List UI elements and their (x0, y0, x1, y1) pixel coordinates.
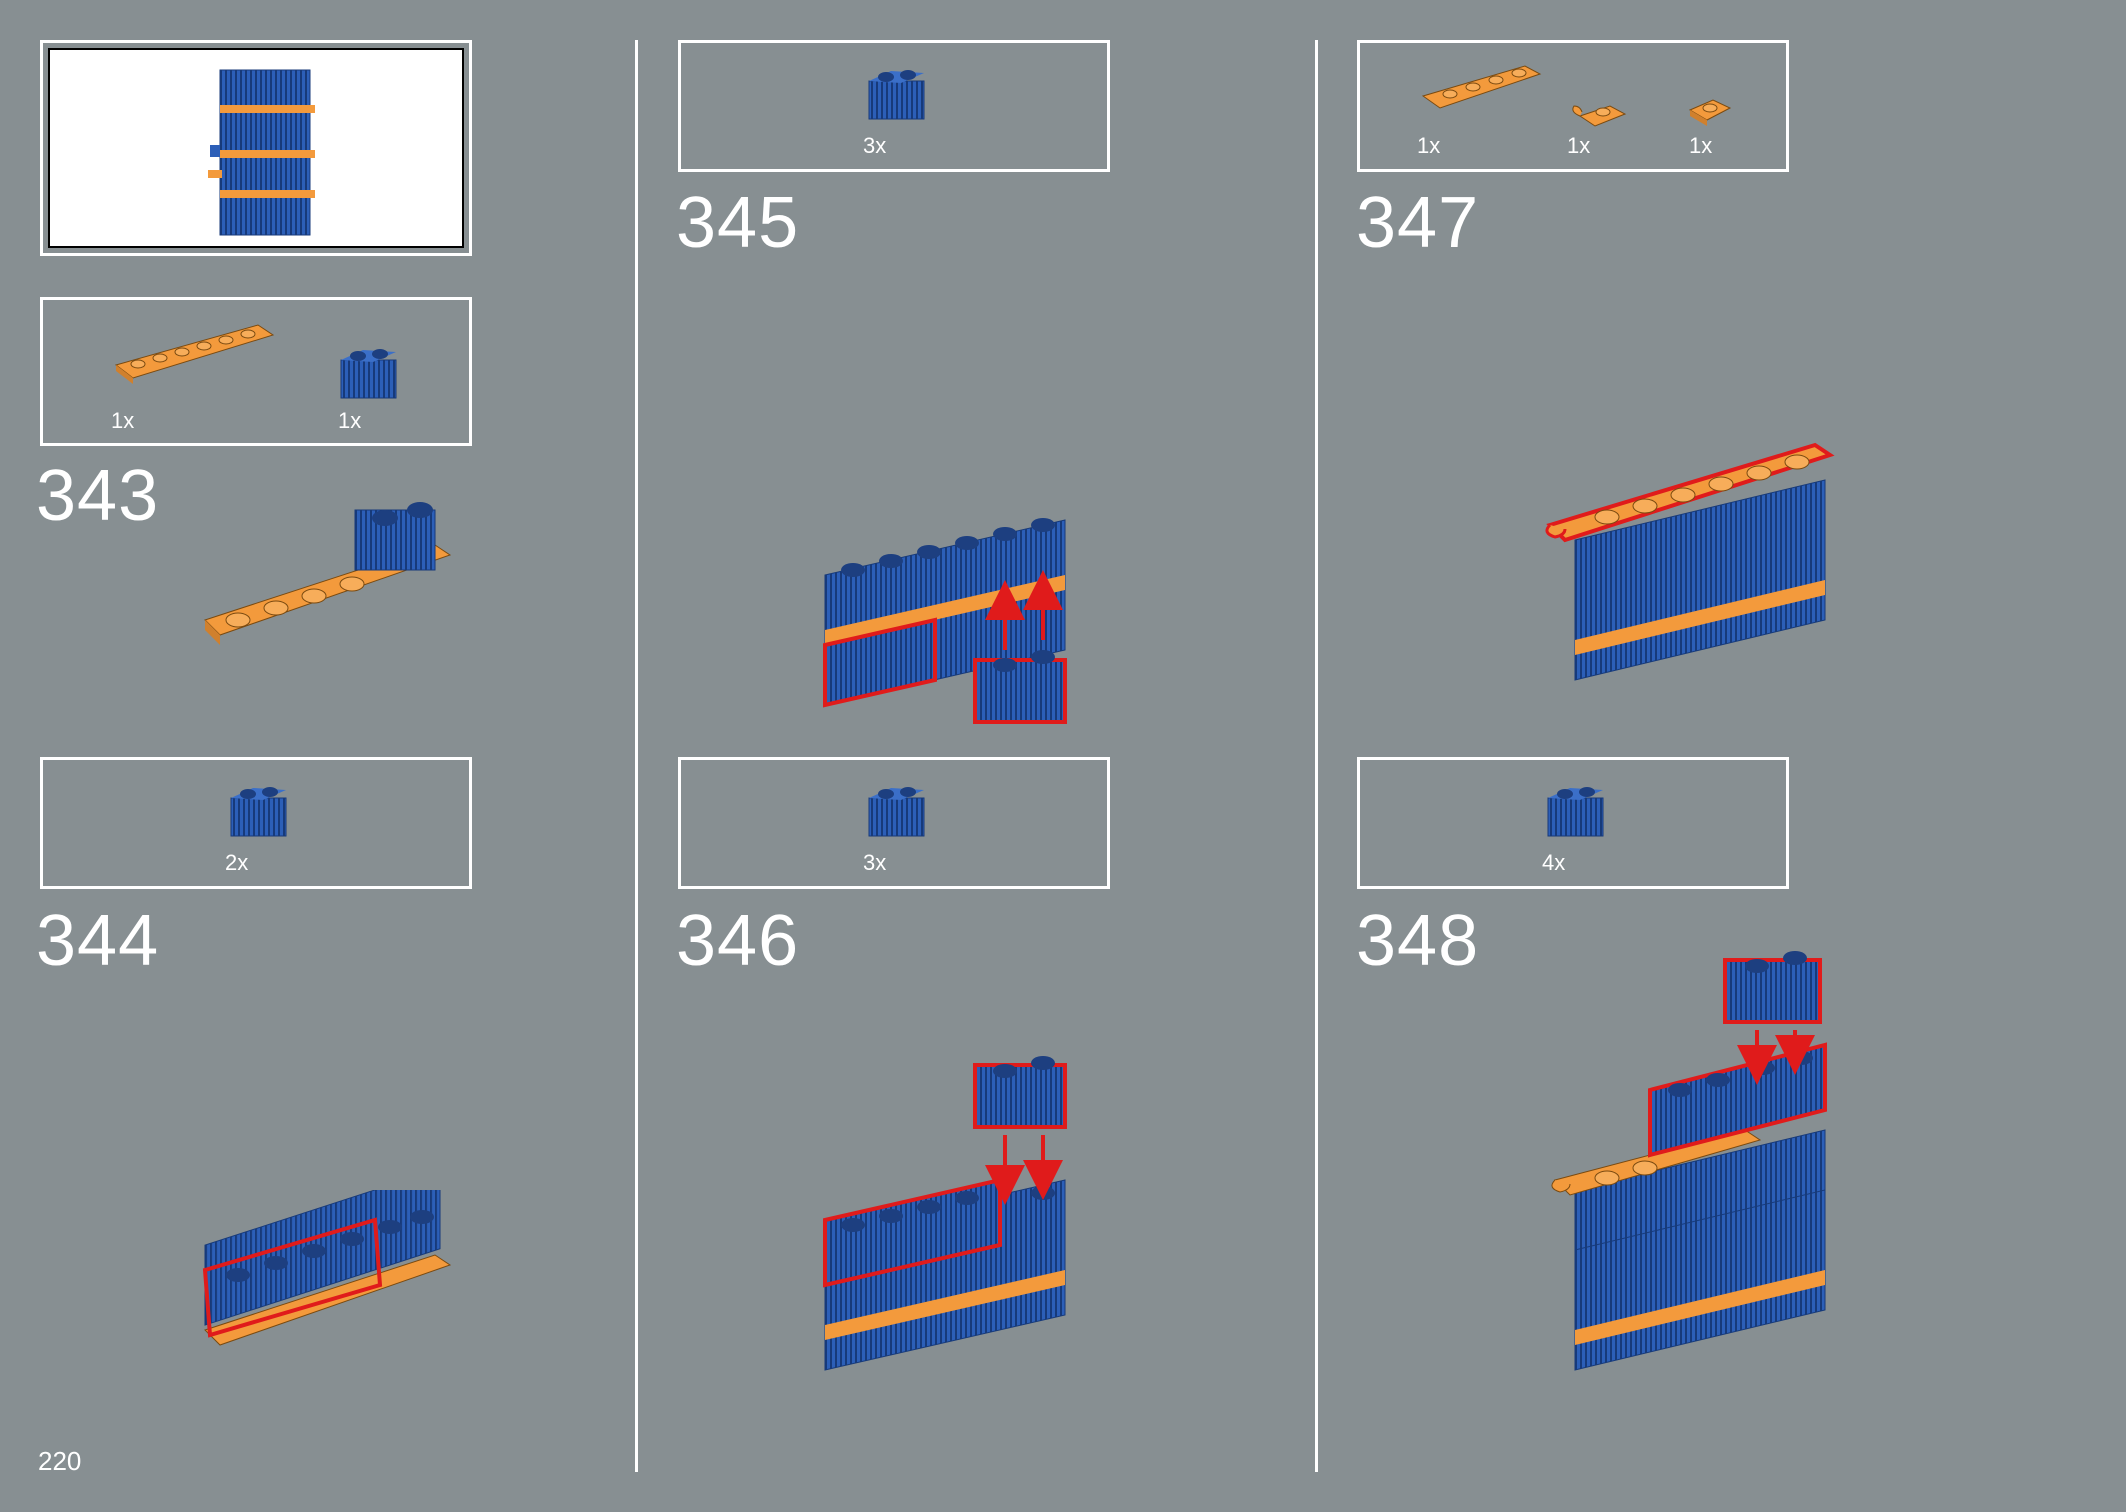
part-qty: 1x (1417, 133, 1441, 158)
blue-grille-brick-1x2-icon (868, 787, 925, 837)
step-number: 345 (676, 183, 800, 263)
page-number: 220 (38, 1446, 82, 1476)
orange-plate-1x6-icon (114, 324, 275, 384)
parts-callout-344: 2x (40, 757, 472, 889)
submodel-preview (40, 40, 472, 256)
part-qty: 2x (225, 850, 249, 875)
step-number: 344 (36, 901, 160, 981)
orange-plate-1x4-icon (1421, 65, 1542, 109)
step-348-assembly-image (1551, 951, 1827, 1371)
parts-callout-343: 1x 1x (40, 297, 472, 446)
parts-callout-348: 4x (1357, 757, 1789, 889)
step-344-assembly-image (202, 1190, 452, 1346)
blue-grille-brick-1x2-icon (230, 787, 287, 837)
step-345-assembly-image (823, 518, 1067, 724)
column-divider-left (635, 40, 638, 1472)
part-qty: 3x (863, 850, 887, 875)
submodel-preview-frame (48, 48, 464, 248)
part-qty: 1x (111, 408, 135, 433)
part-qty: 3x (863, 133, 887, 158)
submodel-wall-image (208, 69, 315, 236)
part-qty: 1x (338, 408, 362, 433)
step-346-assembly-image (823, 1056, 1067, 1371)
parts-callout-347: 1x 1x 1x (1357, 40, 1789, 172)
step-347-assembly-image (1545, 442, 1835, 681)
parts-callout-346: 3x (678, 757, 1110, 889)
step-number: 348 (1356, 901, 1480, 981)
part-qty: 1x (1689, 133, 1713, 158)
column-divider-right (1315, 40, 1318, 1472)
orange-clip-plate-1x1-icon (1572, 105, 1627, 127)
step-number: 347 (1356, 183, 1480, 263)
step-number: 343 (36, 456, 160, 536)
part-qty: 4x (1542, 850, 1566, 875)
blue-grille-brick-1x2-icon (1547, 787, 1604, 837)
parts-callout-345: 3x (678, 40, 1110, 172)
part-qty: 1x (1567, 133, 1591, 158)
step-number: 346 (676, 901, 800, 981)
blue-grille-brick-1x2-icon (868, 70, 925, 120)
orange-plate-1x1-icon (1688, 99, 1732, 126)
blue-grille-brick-1x2-icon (340, 349, 397, 399)
step-343-assembly-image (204, 502, 452, 645)
